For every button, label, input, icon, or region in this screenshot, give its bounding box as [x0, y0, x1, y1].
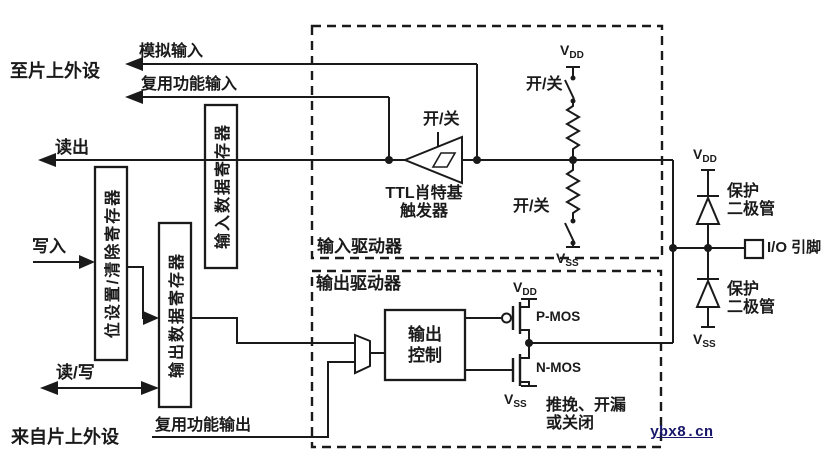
mode-line2: 或关闭: [546, 415, 595, 432]
protect-diode1-line1: 保护: [727, 183, 760, 200]
pullup-resistor: [565, 102, 581, 160]
read-label: 读出: [55, 138, 89, 157]
input-driver-title: 输入驱动器: [317, 237, 402, 256]
protect-diode2-line2: 二极管: [727, 299, 776, 316]
af-input-arrowhead: [125, 90, 143, 104]
af-output-wire: [152, 361, 355, 438]
pulldown-onoff-label: 开/关: [513, 198, 550, 215]
output-control-line2: 控制: [408, 346, 442, 365]
bitset-to-odr-wire: [127, 266, 145, 319]
analog-arrowhead: [125, 57, 143, 71]
io-pin-square: [743, 238, 765, 260]
to-peripherals-label: 至片上外设: [10, 61, 100, 81]
af-output-label: 复用功能输出: [155, 417, 252, 434]
nmos-leads: [520, 343, 537, 387]
bit-set-clear-register-label: 位设置/清除寄存器: [105, 187, 122, 339]
pullup-switch-blade: [564, 79, 575, 100]
rw-right-arrowhead: [141, 381, 159, 395]
output-control-line1: 输出: [408, 325, 442, 344]
af-input-wire: [142, 96, 390, 160]
watermark: ybx8.cn: [650, 424, 714, 441]
nmos-label: N-MOS: [536, 360, 581, 375]
vss-nmos-label: VSS: [504, 391, 527, 410]
bit-set-clear-register-box: [93, 165, 129, 362]
input-data-register-label: 输入数据寄存器: [215, 122, 232, 250]
protect-diode1-line2: 二极管: [727, 201, 776, 218]
diode-vdd-terminal: [701, 169, 715, 196]
schmitt-name-line2: 触发器: [399, 203, 448, 220]
vss-pull-label: VSS: [556, 250, 579, 269]
write-arrowhead: [79, 255, 95, 269]
pmos-bubble: [501, 312, 512, 324]
protection-diode-bottom: [695, 278, 721, 308]
diode-vss-terminal: [701, 307, 715, 328]
io-pin-label: I/O 引脚: [767, 239, 822, 256]
pullup-onoff-label: 开/关: [526, 76, 563, 93]
pulldown-resistor: [565, 160, 581, 220]
output-driver-title: 输出驱动器: [316, 274, 401, 293]
analog-input-label: 模拟输入: [139, 43, 204, 60]
vss-diode-label: VSS: [693, 331, 716, 350]
mux-symbol: [354, 333, 371, 375]
pulldown-switch-blade: [564, 222, 575, 243]
read-arrowhead: [38, 153, 56, 167]
vdd-pull-label: VDD: [560, 42, 584, 61]
output-data-register-box: [157, 221, 193, 409]
output-data-register-label: 输出数据寄存器: [169, 251, 186, 379]
from-peripherals-label: 来自片上外设: [11, 427, 119, 447]
schmitt-name-line1: TTL肖特基: [385, 185, 463, 202]
output-driver-dashed-box: [310, 269, 663, 449]
pmos-leads: [520, 298, 537, 343]
nmos-symbol: [511, 354, 522, 386]
protection-diode-top: [695, 195, 721, 225]
schmitt-trigger-symbol: [402, 135, 463, 185]
odr-to-mux-wire: [191, 317, 355, 344]
hysteresis-glyph: [431, 152, 457, 168]
output-control-box: [383, 308, 467, 382]
vdd-diode-label: VDD: [693, 146, 717, 165]
pullup-terminal: [566, 66, 580, 77]
write-label: 写入: [32, 237, 66, 256]
protect-diode2-line1: 保护: [727, 281, 760, 298]
schmitt-onoff-label: 开/关: [423, 111, 460, 128]
mode-line1: 推挽、开漏: [546, 397, 627, 414]
analog-input-wire: [142, 63, 478, 160]
read-write-label: 读/写: [56, 363, 95, 382]
pmos-symbol: [511, 302, 522, 334]
bitset-arrowhead: [143, 311, 159, 325]
pmos-label: P-MOS: [536, 309, 581, 324]
rw-left-arrowhead: [40, 381, 58, 395]
af-input-label: 复用功能输入: [141, 76, 238, 93]
input-data-register-box: [203, 103, 239, 270]
vdd-pmos-label: VDD: [513, 279, 537, 298]
input-driver-dashed-box: [310, 24, 664, 260]
